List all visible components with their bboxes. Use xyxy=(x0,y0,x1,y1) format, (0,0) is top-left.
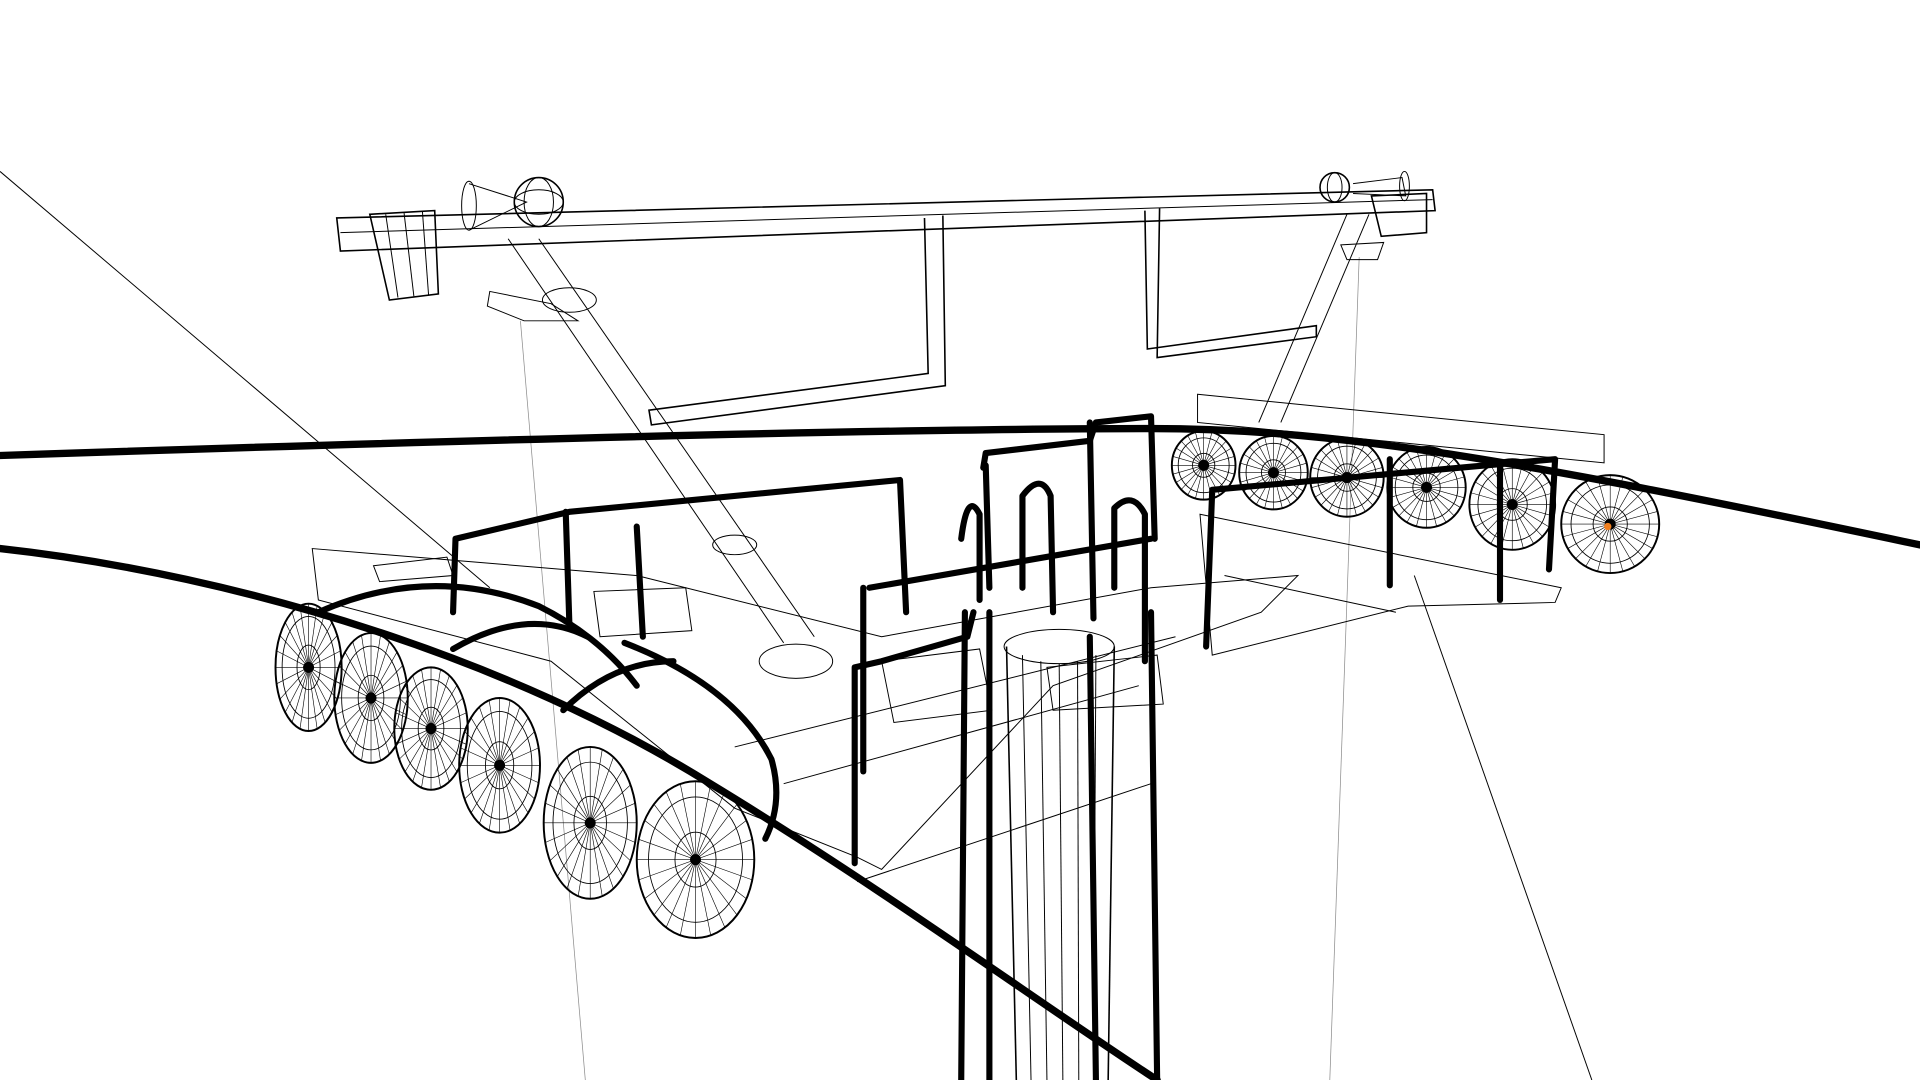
safety-rails xyxy=(315,413,1559,867)
sheave-wheel xyxy=(333,632,409,764)
selected-vertex-marker xyxy=(1604,522,1612,531)
haul-cable-lower xyxy=(0,544,1161,1080)
sheave-wheel xyxy=(635,780,756,939)
sheave-wheel xyxy=(1386,445,1467,529)
hanger-frame-right xyxy=(1144,208,1318,359)
hanger-frame-left xyxy=(648,215,947,426)
guide-line xyxy=(1329,257,1360,1080)
sheave-wheel xyxy=(274,602,343,732)
guide-line xyxy=(0,171,491,589)
light-box-right xyxy=(1340,192,1428,261)
diagonal-strut-right xyxy=(1258,214,1370,423)
sheave-wheel xyxy=(1238,434,1309,511)
sheave-wheel xyxy=(542,745,638,900)
top-crossbar xyxy=(335,188,1436,252)
ladder-left xyxy=(958,609,993,1080)
haul-cable-upper xyxy=(0,424,1920,549)
guide-line xyxy=(1413,575,1593,1080)
horn-left xyxy=(461,176,565,231)
crossbar-edge xyxy=(340,199,1433,234)
sheave-wheel xyxy=(1309,437,1385,518)
ladder-right xyxy=(1086,609,1161,1080)
sheave-wheel xyxy=(458,696,541,834)
light-box-left xyxy=(368,209,580,322)
horn-right xyxy=(1319,170,1410,203)
sheave-wheel xyxy=(1468,458,1557,551)
sheave-wheel xyxy=(1170,430,1237,501)
sheave-wheel xyxy=(393,666,469,791)
sheave-train-left xyxy=(274,602,756,939)
